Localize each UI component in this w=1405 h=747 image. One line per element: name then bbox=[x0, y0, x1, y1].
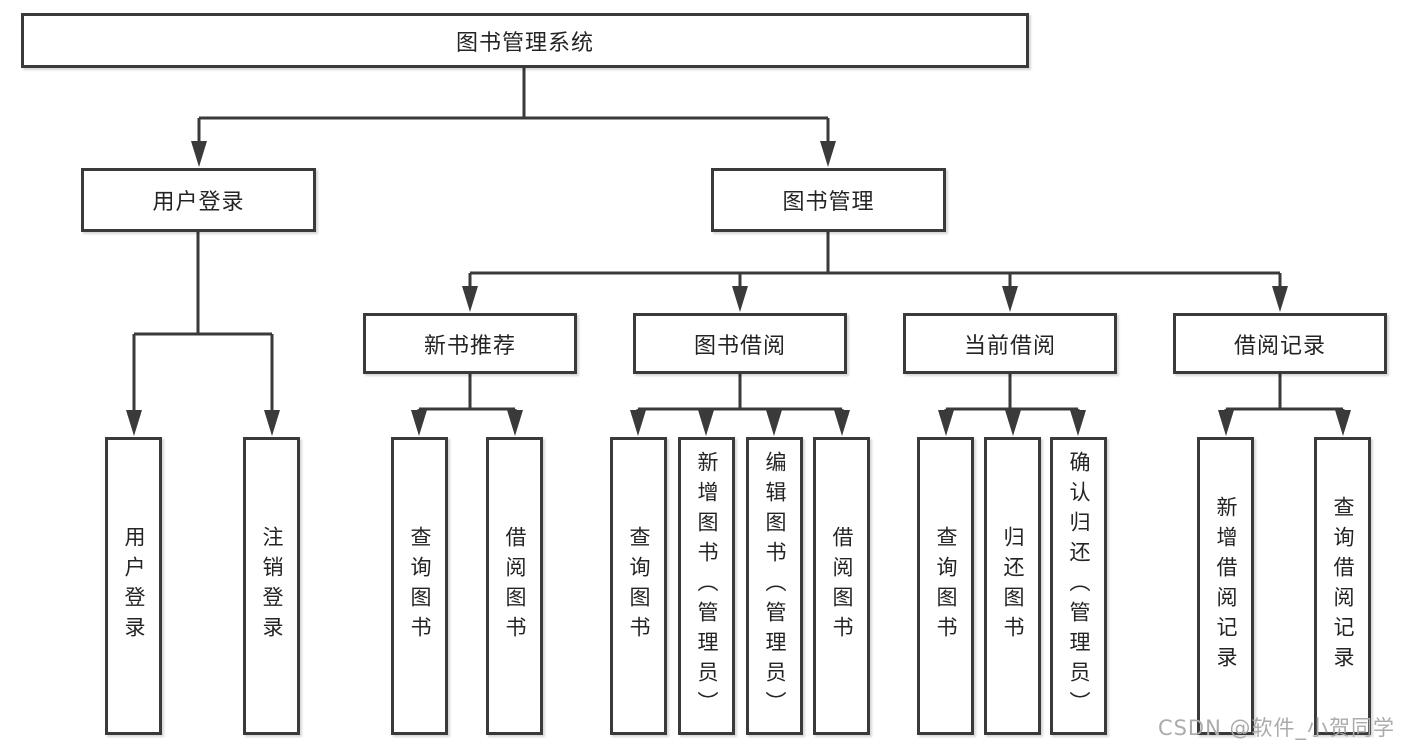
arrowheads-root-to-level2 bbox=[191, 141, 836, 167]
arrowheads-book-borrow-to-leaves bbox=[630, 410, 850, 436]
csdn-watermark: CSDN @软件_小贺同学 bbox=[1157, 716, 1395, 740]
node-leaf-logout: 注销登录 bbox=[243, 437, 300, 735]
node-leaf-borrow-books: 借阅图书 bbox=[813, 437, 870, 735]
arrowheads-borrow-records-to-leaves bbox=[1218, 410, 1351, 436]
connector-book-mgmt-to-level3 bbox=[468, 232, 1282, 290]
arrowheads-user-login-to-leaves bbox=[126, 410, 280, 436]
connector-user-login-to-leaves bbox=[132, 232, 274, 414]
connector-root-to-level2 bbox=[197, 68, 830, 144]
connector-book-borrow-to-leaves bbox=[636, 374, 844, 416]
node-leaf-return-books: 归还图书 bbox=[984, 437, 1041, 735]
node-book-management: 图书管理 bbox=[711, 168, 946, 232]
node-leaf-add-borrow-record: 新增借阅记录 bbox=[1197, 437, 1254, 735]
arrowheads-new-books-to-leaves bbox=[411, 410, 523, 436]
connector-new-books-to-leaves bbox=[417, 374, 517, 416]
connector-borrow-records-to-leaves bbox=[1224, 374, 1345, 416]
node-user-login: 用户登录 bbox=[81, 168, 316, 232]
node-new-book-recommendation: 新书推荐 bbox=[363, 313, 577, 374]
arrowheads-book-mgmt-to-level3 bbox=[462, 286, 1288, 312]
node-leaf-query-borrow-record: 查询借阅记录 bbox=[1314, 437, 1371, 735]
node-leaf-edit-books-admin: 编辑图书（管理员） bbox=[746, 437, 803, 735]
node-leaf-borrow-books-recommend: 借阅图书 bbox=[486, 437, 543, 735]
node-leaf-query-books-current: 查询图书 bbox=[917, 437, 974, 735]
node-leaf-query-books-borrow: 查询图书 bbox=[610, 437, 667, 735]
node-leaf-confirm-return-admin: 确认归还（管理员） bbox=[1050, 437, 1107, 735]
arrowheads-current-borrow-to-leaves bbox=[938, 410, 1086, 436]
node-leaf-add-books-admin: 新增图书（管理员） bbox=[678, 437, 735, 735]
node-current-borrowing: 当前借阅 bbox=[903, 313, 1117, 374]
node-leaf-user-login: 用户登录 bbox=[105, 437, 162, 735]
node-leaf-query-books-recommend: 查询图书 bbox=[391, 437, 448, 735]
node-borrowing-records: 借阅记录 bbox=[1173, 313, 1387, 374]
node-book-borrowing: 图书借阅 bbox=[633, 313, 847, 374]
node-library-management-system: 图书管理系统 bbox=[21, 13, 1029, 68]
connector-current-borrow-to-leaves bbox=[944, 374, 1080, 416]
